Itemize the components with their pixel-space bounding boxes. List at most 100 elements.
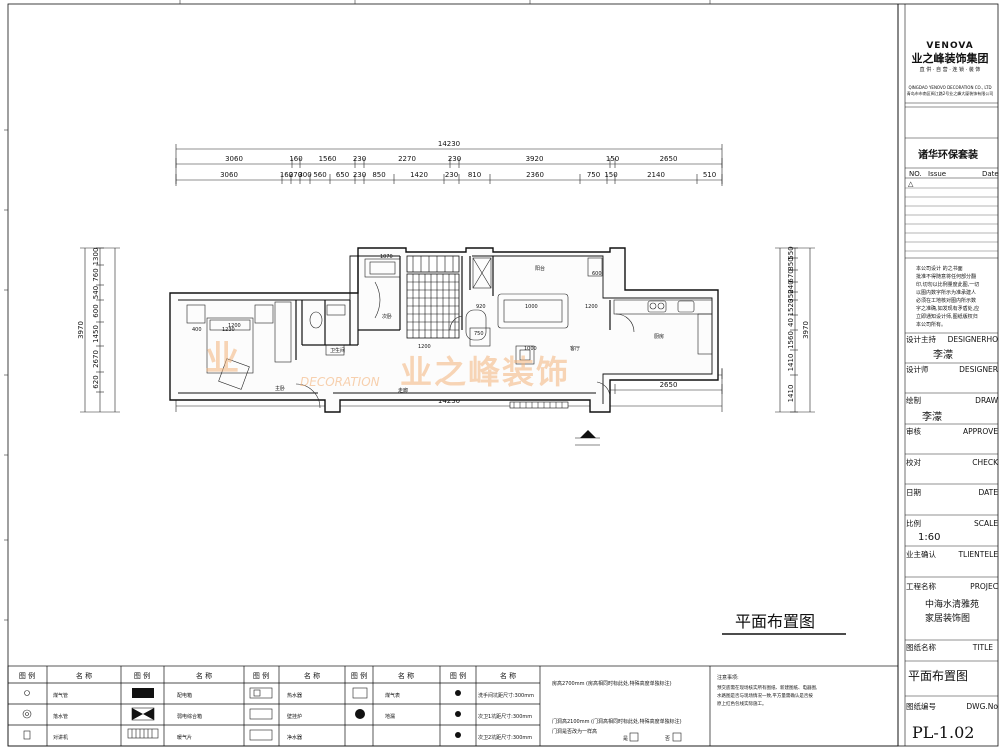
field-draw-value: 李濛 xyxy=(922,410,942,423)
note-line: 水路图是否与现场情况一致,平方量需确认是否按 xyxy=(717,692,813,699)
field-draw-en: DRAW xyxy=(975,396,998,405)
drawing-no-en: DWG.No xyxy=(966,702,998,711)
watermark-logo: 业 xyxy=(205,339,243,379)
dim-value: 350 xyxy=(787,289,795,302)
legend-header: 名 称 xyxy=(196,671,212,680)
inner-dim: 750 xyxy=(474,331,484,337)
notice-line: 本公司所有。 xyxy=(916,321,946,328)
field-scale-value: 1:60 xyxy=(918,532,940,543)
nightstand xyxy=(186,304,206,324)
no-label: 否 xyxy=(665,736,670,742)
legend-item: 弱电综合箱 xyxy=(177,713,202,720)
top-dimensions xyxy=(175,144,723,186)
legend-item: 次卫2坑距尺寸:300mm xyxy=(478,734,532,741)
north-arrow-icon xyxy=(575,430,600,446)
dim-value: 1410 xyxy=(787,354,795,372)
field-designerho-value: 李濛 xyxy=(933,348,953,361)
rev-issue-header: Issue xyxy=(928,170,946,178)
yes-checkbox[interactable] xyxy=(629,732,639,742)
inner-dim: 1200 xyxy=(418,344,431,350)
inner-dim: 1070 xyxy=(380,254,393,260)
note-line: 门洞是否改为一样高 xyxy=(552,728,597,735)
room-label-master-bedroom: 主卧 xyxy=(275,385,285,392)
dim-right-outer: 3970 xyxy=(802,321,810,339)
notice-line: 以图内数字所示为准承建人 xyxy=(916,289,976,296)
legend-header: 图 例 xyxy=(450,671,466,680)
field-project-value-line1: 中海水清雅苑 xyxy=(925,598,979,610)
legend-item: 净水器 xyxy=(287,734,302,741)
dim-value: 650 xyxy=(336,171,349,179)
legend-item: 次卫1坑距尺寸:300mm xyxy=(478,713,532,720)
floor-plan: 主卧 次卧 卫生间 走廊 厨房 阳台 客厅 1070 1200 400 1230… xyxy=(169,247,719,446)
inner-dim: 600 xyxy=(592,271,602,277)
notes-title: 注意事项: xyxy=(717,674,739,681)
dim-value: 2650 xyxy=(660,381,678,389)
dim-value: 240 xyxy=(787,280,795,293)
inner-dim: 1200 xyxy=(585,304,598,310)
door-swing xyxy=(596,381,611,397)
dim-value: 300 xyxy=(298,171,311,179)
room-label-kitchen: 厨房 xyxy=(654,333,664,340)
dim-value: 850 xyxy=(372,171,385,179)
dim-value: 810 xyxy=(468,171,481,179)
bullet-icon xyxy=(455,732,461,738)
notice-line: 本公司设计 的之书面 xyxy=(916,265,963,272)
field-scale-cn: 比例 xyxy=(906,518,921,528)
intercom-icon xyxy=(23,730,31,740)
field-draw-cn: 绘制 xyxy=(906,395,921,405)
dim-value: 2270 xyxy=(398,155,416,163)
note-line: 原上红色包线实际施工。 xyxy=(717,700,767,707)
dim-value: 40 xyxy=(787,318,795,327)
dim-value: 3920 xyxy=(526,155,544,163)
legend-header: 名 称 xyxy=(500,671,516,680)
dim-value: 600 xyxy=(92,304,100,317)
brand-logo-cn: 业之峰装饰集团 xyxy=(912,51,989,65)
legend-header: 图 例 xyxy=(351,671,367,680)
dim-value: 160 xyxy=(289,155,302,163)
dim-value: 670 xyxy=(787,269,795,282)
legend-item: 煤气表 xyxy=(385,692,400,699)
dim-value: 550 xyxy=(787,246,795,259)
legend-item: 壁挂炉 xyxy=(287,713,302,720)
water-heater-icon xyxy=(249,687,273,699)
kitchen-counter xyxy=(613,299,713,315)
field-designerho-cn: 设计主持 xyxy=(906,334,936,344)
brand-address: 青岛市市南区闽江路2号业之峰大厦装饰有限公司 xyxy=(907,90,994,96)
stove-icon xyxy=(647,300,667,313)
notice-text: 本公司设计 的之书面 批准不得随意将任何部分翻 印,切勿以比例量度此图,一切 以… xyxy=(916,265,979,328)
dim-value: 1450 xyxy=(92,325,100,343)
legend-item: 暖气片 xyxy=(177,734,192,741)
field-project-cn: 工程名称 xyxy=(906,581,936,591)
brand-slogan: 直 供 · 自 营 · 连 锁 · 装 饰 xyxy=(920,66,981,73)
bedroom-bed-hatch xyxy=(406,255,460,339)
field-title-en: TITLE xyxy=(972,643,994,652)
room-label-hallway: 走廊 xyxy=(398,387,408,394)
notice-line: 批准不得随意将任何部分翻 xyxy=(916,273,976,280)
field-designer-cn: 设计师 xyxy=(906,364,929,374)
inner-dim: 920 xyxy=(476,304,486,310)
inner-dim: 1230 xyxy=(222,327,235,333)
field-check-cn: 校对 xyxy=(906,457,921,467)
inner-dim: 1200 xyxy=(228,323,241,329)
dim-value: 230 xyxy=(448,155,461,163)
dim-left-outer: 3970 xyxy=(77,321,85,339)
dim-value: 1560 xyxy=(319,155,337,163)
field-scale-en: SCALE xyxy=(974,519,998,528)
inner-dim: 1000 xyxy=(525,304,538,310)
room-label-bathroom: 卫生间 xyxy=(330,347,345,354)
notice-line: 印,切勿以比例量度此图,一切 xyxy=(916,281,979,288)
field-designerho-en: DESIGNERHO xyxy=(948,335,998,344)
no-checkbox[interactable] xyxy=(672,732,682,742)
dim-value: 230 xyxy=(353,155,366,163)
dim-value: 150 xyxy=(606,155,619,163)
radiator-icon xyxy=(127,728,159,739)
dim-value: 150 xyxy=(604,171,617,179)
door-swing xyxy=(295,383,321,409)
armchair xyxy=(218,358,250,390)
legend-item: 落水管 xyxy=(53,713,68,720)
dim-value: 1560 xyxy=(787,331,795,349)
watermark-text-cn: 业之峰装饰 xyxy=(400,353,570,391)
dim-bottom-total: 14230 xyxy=(438,397,460,405)
